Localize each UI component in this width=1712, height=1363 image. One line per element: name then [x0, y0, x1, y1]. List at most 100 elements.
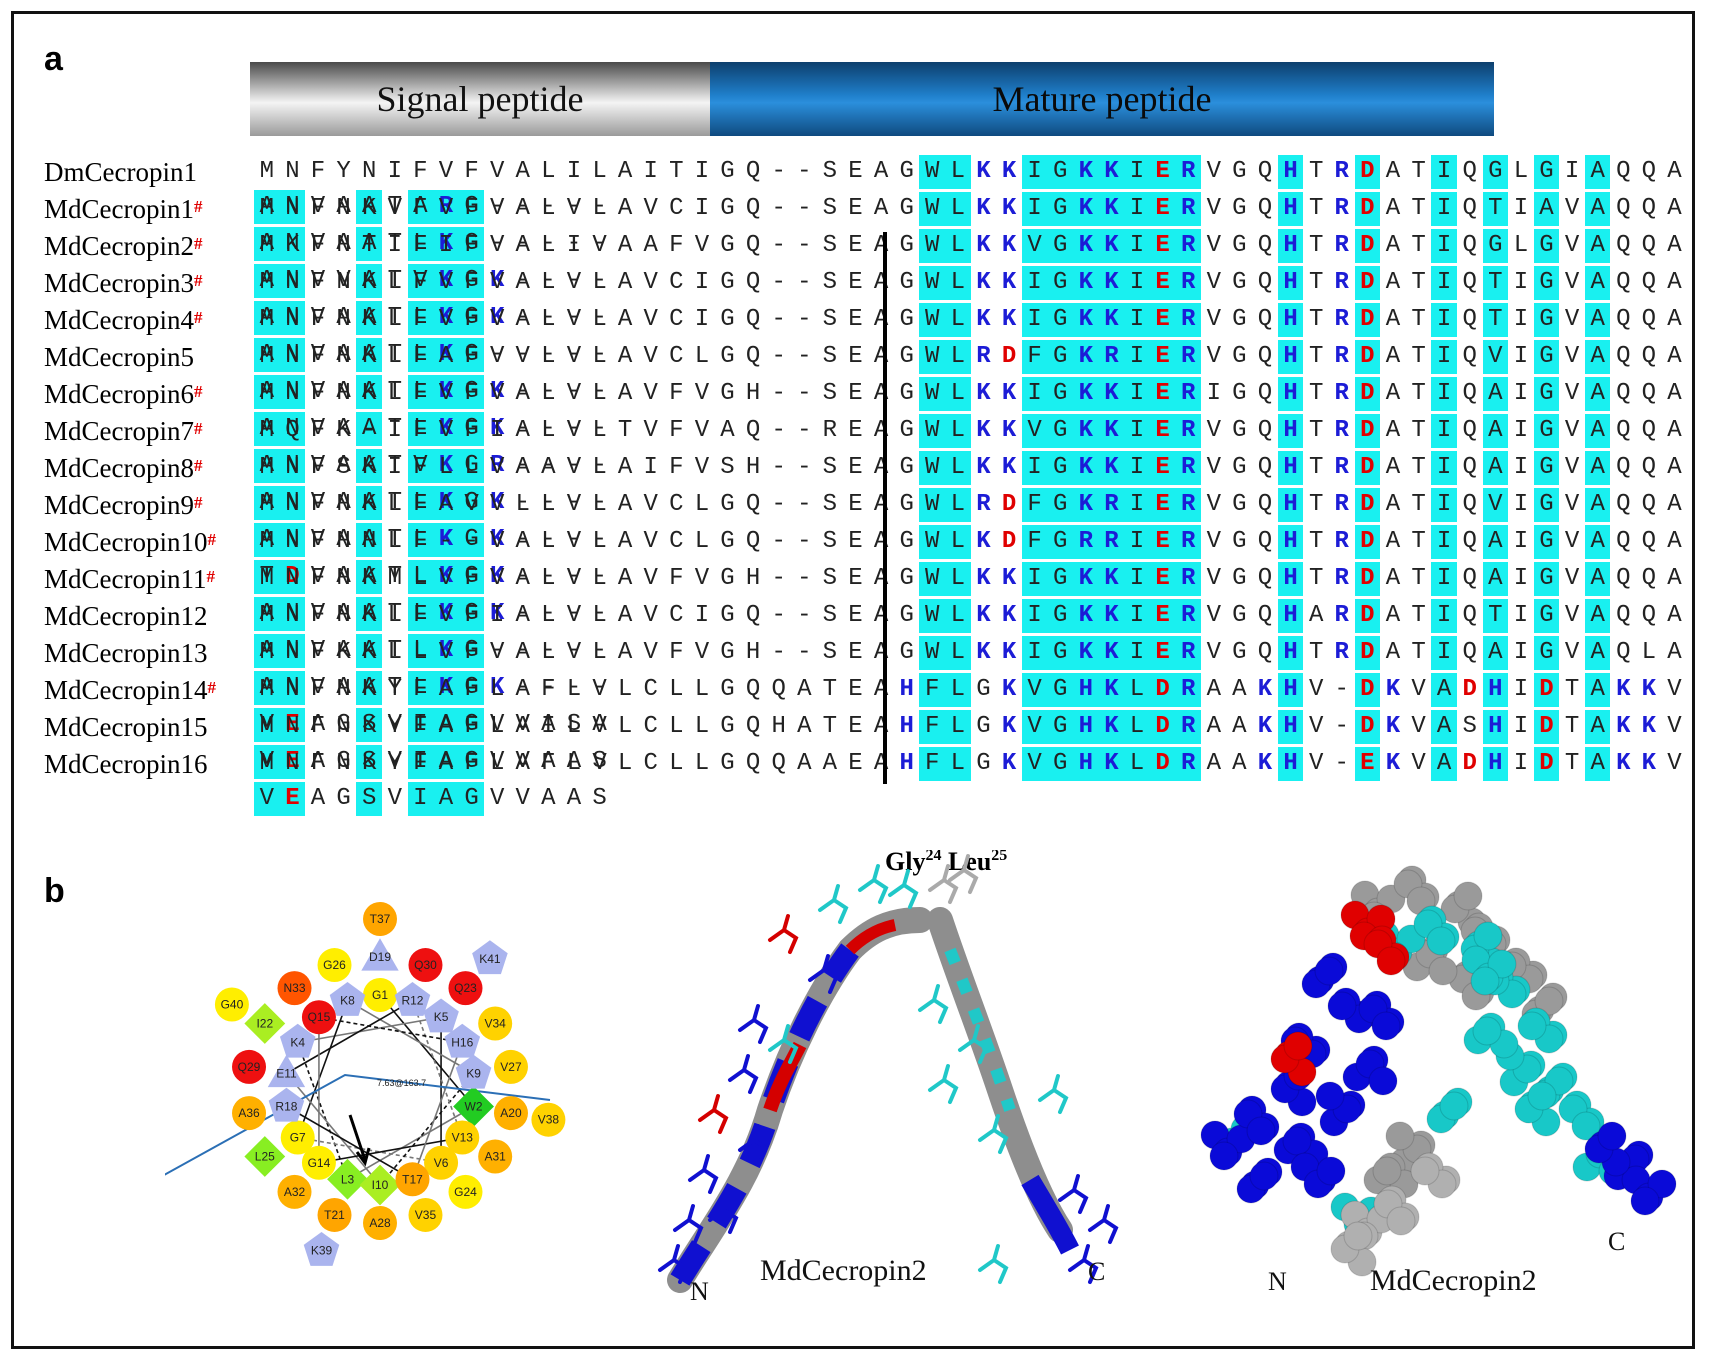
wheel-connections	[165, 994, 551, 1186]
svg-text:K9: K9	[466, 1067, 481, 1081]
svg-text:L3: L3	[341, 1172, 355, 1186]
residue-I10: I10	[359, 1164, 401, 1206]
residue-V6: V6	[424, 1145, 459, 1180]
sequence-name: MdCecropin1#	[44, 194, 203, 224]
sequence-name: MdCecropin4#	[44, 305, 203, 335]
svg-text:I10: I10	[372, 1178, 389, 1192]
residue-K39: K39	[303, 1231, 340, 1266]
svg-text:A31: A31	[485, 1150, 507, 1164]
svg-text:Q29: Q29	[238, 1060, 261, 1074]
wheel-moment-label: 7.63@163.7	[377, 1078, 426, 1088]
residue-K41: K41	[472, 940, 508, 975]
ribbon-caption: MdCecropin2	[760, 1254, 927, 1287]
sequence-name: DmCecropin1	[44, 157, 197, 187]
side-chain	[768, 1024, 799, 1064]
side-chain	[978, 1244, 1009, 1284]
atom-sphere	[1630, 1186, 1660, 1216]
atom-sphere	[1327, 991, 1357, 1021]
ribbon-structure: Gly24 Leu25 N MdCecropin2 C	[658, 850, 1119, 1306]
svg-text:V13: V13	[452, 1131, 474, 1145]
atom-sphere	[1597, 1121, 1627, 1151]
side-chain	[808, 954, 839, 994]
svg-text:A20: A20	[500, 1106, 522, 1120]
atom-sphere	[1209, 1141, 1239, 1171]
svg-text:N33: N33	[284, 981, 306, 995]
side-chain	[738, 1124, 769, 1164]
ribbon-c-terminus: C	[1088, 1257, 1105, 1286]
hinge-marker-line	[883, 232, 887, 784]
svg-text:G40: G40	[221, 998, 244, 1012]
wheel-residues: G1W2L3K4K5V6G7K8K9I10E11R12V13G14Q15H16T…	[214, 902, 566, 1266]
svg-text:R12: R12	[401, 994, 423, 1008]
residue-Q15: Q15	[301, 1000, 336, 1035]
svg-text:A28: A28	[369, 1216, 391, 1230]
svg-text:V38: V38	[538, 1113, 560, 1127]
atom-sphere	[1246, 1116, 1276, 1146]
panel-a-label: a	[44, 40, 63, 78]
residue-K4: K4	[279, 1023, 316, 1058]
residue-V13: V13	[445, 1120, 480, 1155]
svg-text:G1: G1	[372, 988, 388, 1002]
atom-spheres	[1200, 865, 1677, 1277]
atom-sphere	[1343, 1221, 1373, 1251]
side-chain	[858, 864, 889, 904]
side-chain	[738, 1004, 769, 1044]
atom-sphere	[1527, 1081, 1557, 1111]
sequence-name: MdCecropin7#	[44, 416, 203, 446]
side-chain	[673, 1204, 704, 1244]
svg-text:I22: I22	[256, 1017, 273, 1031]
atom-sphere	[1283, 1031, 1313, 1061]
residue-N33: N33	[277, 971, 312, 1006]
atom-sphere	[1372, 1156, 1402, 1186]
side-chain	[818, 884, 849, 924]
residue-T17: T17	[395, 1162, 430, 1197]
sphere-caption: MdCecropin2	[1370, 1264, 1537, 1297]
residue-V38: V38	[531, 1102, 566, 1137]
atom-sphere	[1386, 1206, 1416, 1236]
atom-sphere	[1517, 1011, 1547, 1041]
side-chain	[768, 914, 799, 954]
residue-A31: A31	[478, 1139, 513, 1174]
atom-sphere	[1439, 1091, 1469, 1121]
svg-text:D19: D19	[369, 950, 391, 964]
residue-D19: D19	[361, 938, 399, 971]
residue-R18: R18	[268, 1087, 305, 1122]
side-chain	[978, 1114, 1009, 1154]
svg-text:G24: G24	[454, 1185, 477, 1199]
sequence-name: MdCecropin13	[44, 638, 208, 668]
svg-text:T21: T21	[324, 1208, 345, 1222]
side-chain	[688, 1154, 719, 1194]
helical-wheel: G1W2L3K4K5V6G7K8K9I10E11R12V13G14Q15H16T…	[165, 902, 566, 1266]
panel-b-label: b	[44, 872, 65, 910]
svg-text:V34: V34	[485, 1017, 507, 1031]
residue-G14: G14	[301, 1145, 336, 1180]
svg-text:K41: K41	[479, 952, 501, 966]
ribbon-n-terminus: N	[690, 1277, 709, 1306]
atom-sphere	[1249, 1161, 1279, 1191]
svg-text:V6: V6	[434, 1156, 449, 1170]
sequence-name: MdCecropin10#	[44, 527, 216, 557]
svg-text:T17: T17	[402, 1172, 423, 1186]
residue-K8: K8	[329, 982, 366, 1016]
sequence-name: MdCecropin2#	[44, 231, 203, 261]
residue-A28: A28	[363, 1206, 397, 1240]
residue-V35: V35	[408, 1197, 443, 1232]
atom-sphere	[1426, 926, 1456, 956]
svg-text:V35: V35	[415, 1208, 437, 1222]
side-chain	[1038, 1074, 1069, 1114]
ribbon-helix-c	[927, 907, 1079, 1255]
atom-sphere	[1647, 1169, 1677, 1199]
side-chain	[698, 1094, 729, 1134]
svg-text:Q23: Q23	[454, 981, 477, 995]
atom-sphere	[1282, 1126, 1312, 1156]
svg-text:H16: H16	[451, 1036, 473, 1050]
residue-G24: G24	[448, 1174, 483, 1209]
residue-A20: A20	[493, 1096, 528, 1131]
atom-sphere	[1428, 956, 1458, 986]
